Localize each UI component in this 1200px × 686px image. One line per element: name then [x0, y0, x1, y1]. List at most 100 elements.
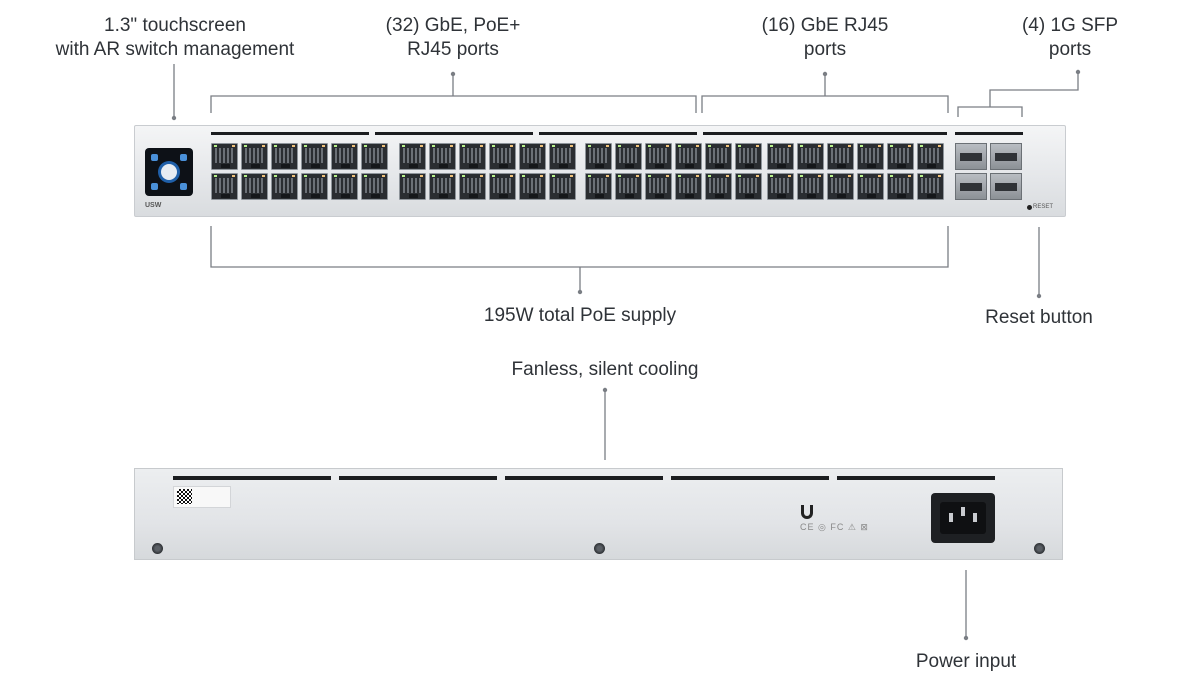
ubiquiti-logo-icon	[801, 505, 813, 519]
rj45-port[interactable]	[489, 173, 516, 200]
rj45-port[interactable]	[887, 143, 914, 170]
rj45-port[interactable]	[459, 173, 486, 200]
sfp-port[interactable]	[955, 143, 987, 170]
rj45-port[interactable]	[361, 173, 388, 200]
port-group-bar	[211, 132, 369, 135]
sfp-callout-line1: (4) 1G SFP	[1021, 15, 1119, 36]
touchscreen-center-icon	[161, 164, 177, 180]
rj45-port[interactable]	[459, 143, 486, 170]
touchscreen-callout-line1: 1.3" touchscreen	[104, 15, 246, 36]
usw-logo: USW	[145, 202, 162, 209]
touchscreen-dot	[171, 115, 177, 121]
gbe-rj45-bracket	[701, 95, 949, 113]
rj45-port-group-2	[399, 143, 576, 200]
certification-marks: CE ◎ FC ⚠ ⊠	[800, 522, 869, 532]
vent-slot	[671, 476, 829, 480]
rj45-port-group-5	[767, 143, 944, 200]
rj45-port[interactable]	[399, 143, 426, 170]
serial-label-sticker	[173, 486, 231, 508]
qr-code-icon	[177, 489, 192, 504]
switch-rear-panel: CE ◎ FC ⚠ ⊠	[134, 468, 1063, 560]
rj45-port[interactable]	[429, 173, 456, 200]
touchscreen-icon	[180, 183, 187, 190]
rj45-port[interactable]	[827, 173, 854, 200]
sfp-port[interactable]	[990, 173, 1022, 200]
rj45-port[interactable]	[549, 143, 576, 170]
rj45-port-group-4	[705, 143, 762, 200]
rj45-port[interactable]	[675, 173, 702, 200]
rj45-port[interactable]	[857, 173, 884, 200]
rj45-port[interactable]	[271, 143, 298, 170]
rj45-port[interactable]	[675, 143, 702, 170]
screw-icon	[594, 543, 605, 554]
rj45-port[interactable]	[489, 143, 516, 170]
touchscreen-callout: 1.3" touchscreen with AR switch manageme…	[40, 14, 310, 62]
port-group-bar	[955, 132, 1023, 135]
touchscreen-callout-line2: with AR switch management	[55, 39, 295, 60]
rj45-port[interactable]	[271, 173, 298, 200]
rj45-port[interactable]	[645, 173, 672, 200]
rj45-port[interactable]	[917, 173, 944, 200]
rj45-port[interactable]	[211, 173, 238, 200]
gbe-poe-callout-line2: RJ45 ports	[407, 39, 499, 60]
gbe-poe-callout: (32) GbE, PoE+ RJ45 ports	[353, 14, 553, 62]
sfp-port[interactable]	[955, 173, 987, 200]
power-input-callout: Power input	[915, 651, 1017, 672]
rj45-port[interactable]	[887, 173, 914, 200]
fanless-callout: Fanless, silent cooling	[511, 359, 699, 380]
rj45-port[interactable]	[241, 173, 268, 200]
rj45-port[interactable]	[735, 173, 762, 200]
rj45-port[interactable]	[615, 143, 642, 170]
rj45-port[interactable]	[797, 173, 824, 200]
gbe-rj45-callout: (16) GbE RJ45 ports	[735, 14, 915, 62]
rj45-port[interactable]	[797, 143, 824, 170]
rj45-port[interactable]	[767, 173, 794, 200]
reset-button[interactable]	[1027, 205, 1032, 210]
touchscreen-icon	[151, 154, 158, 161]
rj45-port[interactable]	[331, 173, 358, 200]
sfp-port[interactable]	[990, 143, 1022, 170]
port-group-bar	[703, 132, 947, 135]
rj45-port[interactable]	[301, 143, 328, 170]
rj45-port[interactable]	[429, 143, 456, 170]
rj45-port[interactable]	[827, 143, 854, 170]
socket-pin	[949, 513, 953, 522]
sfp-leader-line	[989, 72, 1079, 107]
socket-pin	[973, 513, 977, 522]
rj45-port[interactable]	[705, 173, 732, 200]
touchscreen-icon	[151, 183, 158, 190]
touchscreen-display[interactable]	[145, 148, 193, 196]
rj45-port[interactable]	[645, 143, 672, 170]
rj45-port[interactable]	[735, 143, 762, 170]
poe-supply-bracket	[210, 226, 949, 268]
rj45-port[interactable]	[549, 173, 576, 200]
rj45-port[interactable]	[857, 143, 884, 170]
rj45-port-group-1	[211, 143, 388, 200]
rj45-port[interactable]	[331, 143, 358, 170]
rj45-port[interactable]	[399, 173, 426, 200]
poe-supply-callout: 195W total PoE supply	[483, 305, 677, 326]
vent-slot	[505, 476, 663, 480]
screw-icon	[1034, 543, 1045, 554]
touchscreen-icon	[180, 154, 187, 161]
power-input-socket[interactable]	[931, 493, 995, 543]
rj45-port[interactable]	[519, 173, 546, 200]
rj45-port[interactable]	[585, 173, 612, 200]
vent-slot	[339, 476, 497, 480]
gbe-rj45-callout-line2: ports	[803, 39, 847, 60]
rj45-port[interactable]	[211, 143, 238, 170]
rj45-port[interactable]	[917, 143, 944, 170]
rj45-port[interactable]	[767, 143, 794, 170]
rj45-port[interactable]	[705, 143, 732, 170]
socket-pin	[961, 507, 965, 516]
sfp-port-group	[955, 143, 1022, 200]
rj45-port[interactable]	[301, 173, 328, 200]
port-group-bar	[375, 132, 533, 135]
rj45-port[interactable]	[585, 143, 612, 170]
rj45-port[interactable]	[519, 143, 546, 170]
sfp-callout: (4) 1G SFP ports	[1010, 14, 1130, 62]
rj45-port[interactable]	[615, 173, 642, 200]
rj45-port[interactable]	[361, 143, 388, 170]
vent-slot	[837, 476, 995, 480]
rj45-port[interactable]	[241, 143, 268, 170]
